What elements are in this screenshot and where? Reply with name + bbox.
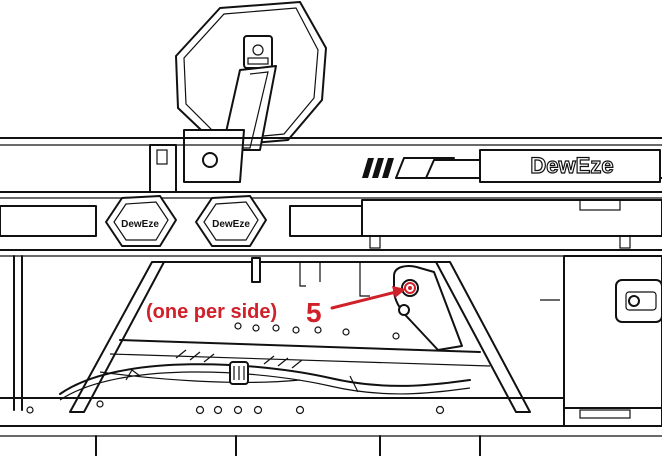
brand-badge-left xyxy=(105,195,177,247)
hoses xyxy=(59,363,471,401)
brand-text-main: DewEze xyxy=(530,153,613,178)
brand-badge-left-text: DewEze xyxy=(121,219,159,230)
hatched-plate xyxy=(175,349,303,369)
latch-handle xyxy=(615,279,662,323)
callout-marker xyxy=(404,282,416,294)
reflector-mount-arm xyxy=(183,65,277,183)
brand-badge-right xyxy=(195,195,267,247)
callout-note: (one per side) xyxy=(146,301,277,323)
lower-frame xyxy=(0,255,662,456)
brand-plate xyxy=(479,149,661,183)
hole-row-lower xyxy=(26,400,445,415)
callout-arrow xyxy=(330,286,406,310)
center-brackets xyxy=(251,257,370,297)
brand-badge-right-text: DewEze xyxy=(212,219,250,230)
hole-row-upper xyxy=(234,322,400,340)
callout-number: 5 xyxy=(306,297,322,328)
hose-fitting xyxy=(229,361,249,385)
upper-beam xyxy=(0,137,662,199)
middle-beam xyxy=(0,199,662,257)
